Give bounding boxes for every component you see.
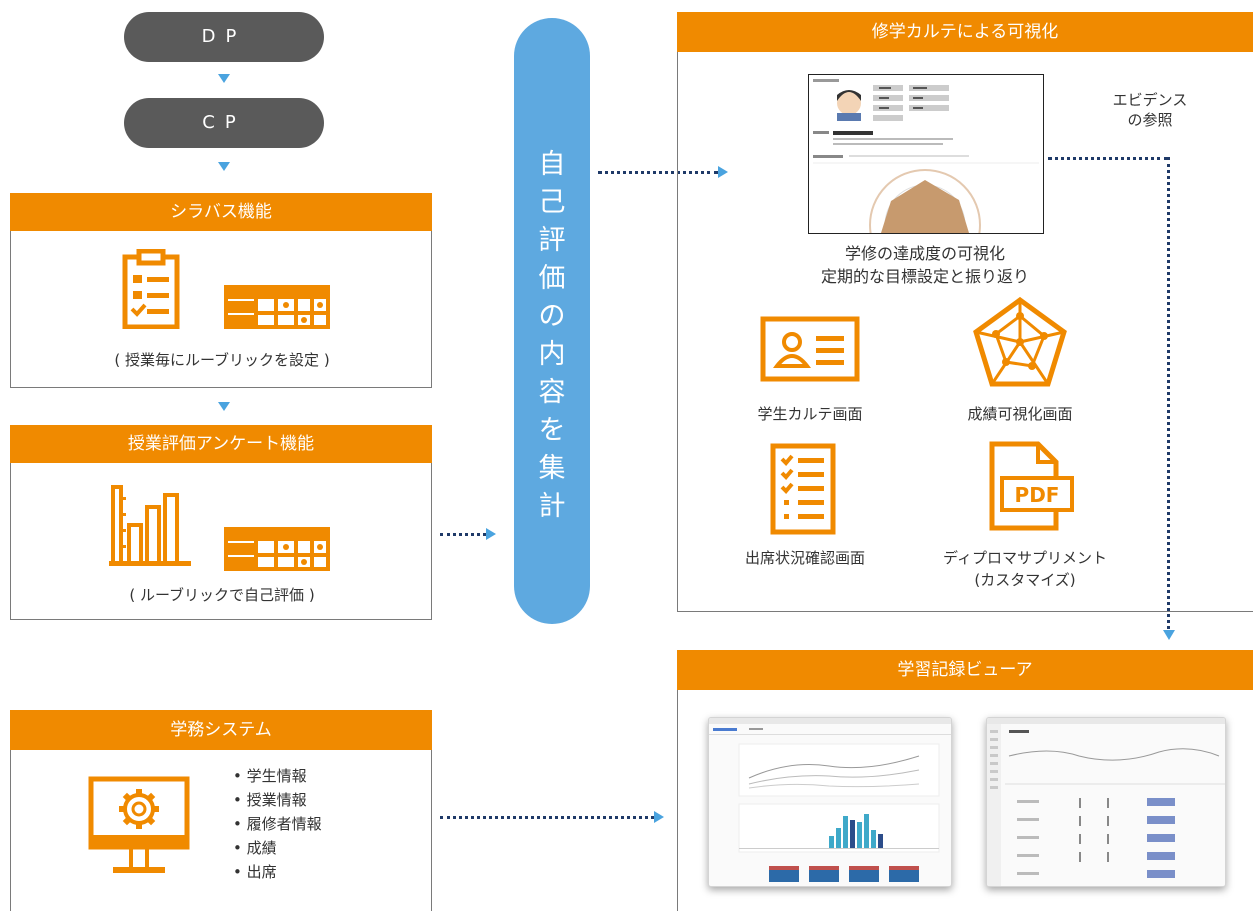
academic-system-panel: • 学生情報 • 授業情報 • 履修者情報 • 成績 • 出席	[10, 750, 432, 911]
evidence-note-line: の参照	[1127, 111, 1173, 129]
survey-title: 授業評価アンケート機能	[127, 434, 315, 454]
survey-panel: ( ルーブリックで自己評価 )	[10, 463, 432, 620]
screen-label-attendance: 出席状況確認画面	[744, 549, 865, 567]
syllabus-panel: ( 授業毎にルーブリックを設定 )	[10, 231, 432, 388]
column-char: 計	[538, 491, 566, 522]
cp-label: CP	[202, 112, 246, 133]
connector-line	[1048, 157, 1168, 160]
connector-line	[440, 533, 486, 536]
survey-title-bar: 授業評価アンケート機能	[10, 425, 432, 463]
viewer-screenshot-table	[986, 717, 1226, 887]
survey-caption: ( ルーブリックで自己評価 )	[129, 586, 315, 604]
karte-screenshot	[808, 74, 1044, 234]
screen-label-student-karte: 学生カルテ画面	[757, 405, 863, 423]
bar-chart-icon	[109, 485, 191, 566]
column-char: を	[538, 415, 566, 446]
evidence-note-line: エビデンス	[1112, 91, 1188, 109]
arrow-right-icon	[718, 166, 728, 178]
karte-panel	[677, 52, 1253, 612]
diploma-supplement-sublabel: (カスタマイズ)	[974, 571, 1076, 589]
arrow-right-icon	[654, 811, 664, 823]
dp-pill: DP	[124, 12, 324, 62]
academic-item-label: 出席	[246, 863, 277, 881]
list-item: • 出席	[233, 863, 277, 881]
arrow-right-icon	[486, 528, 496, 540]
connector-line	[598, 171, 718, 174]
academic-item-label: 授業情報	[246, 791, 307, 809]
viewer-screenshot-graphs-drawing	[709, 718, 951, 882]
self-evaluation-aggregate-column: 自 己 評 価 の 内 容 を 集 計	[514, 18, 590, 624]
evidence-note: エビデンス の参照	[1090, 90, 1210, 130]
academic-item-label: 学生情報	[246, 767, 307, 785]
karte-title-bar: 修学カルテによる可視化	[677, 12, 1253, 52]
karte-title: 修学カルテによる可視化	[871, 22, 1059, 42]
column-char: 価	[538, 263, 566, 294]
column-char: 評	[538, 225, 566, 256]
column-char: 自	[538, 149, 566, 180]
viewer-screenshot-table-drawing	[987, 718, 1225, 886]
column-char: 内	[538, 339, 566, 370]
diploma-supplement-label: ディプロマサプリメント	[943, 549, 1107, 567]
visualization-caption-line: 学修の達成度の可視化	[844, 244, 1005, 263]
visualization-caption-line: 定期的な目標設定と振り返り	[820, 267, 1029, 286]
list-item: • 成績	[233, 839, 277, 857]
aggregate-column-text: 自 己 評 価 の 内 容 を 集 計	[514, 146, 590, 526]
radar-chart-icon	[973, 296, 1067, 387]
down-arrow-icon	[218, 402, 230, 411]
student-card-icon	[760, 316, 860, 382]
viewer-title-bar: 学習記録ビューア	[677, 650, 1253, 690]
screen-label-diploma-supplement: ディプロマサプリメント (カスタマイズ)	[915, 547, 1135, 591]
dp-label: DP	[201, 26, 247, 47]
connector-line	[440, 816, 654, 819]
screen-label-grade-visualization: 成績可視化画面	[967, 405, 1073, 423]
svg-text:PDF: PDF	[1015, 483, 1060, 507]
settings-monitor-icon	[88, 776, 190, 873]
column-char: の	[538, 301, 566, 332]
academic-system-item-list: • 学生情報 • 授業情報 • 履修者情報 • 成績 • 出席	[233, 764, 322, 884]
column-char: 集	[538, 453, 566, 484]
column-char: 容	[538, 377, 566, 408]
viewer-screenshot-graphs	[708, 717, 952, 887]
academic-item-label: 成績	[246, 839, 277, 857]
list-item: • 履修者情報	[233, 815, 322, 833]
syllabus-title: シラバス機能	[170, 202, 272, 222]
syllabus-caption: ( 授業毎にルーブリックを設定 )	[114, 351, 330, 369]
connector-line	[1167, 157, 1170, 629]
list-item: • 学生情報	[233, 767, 307, 785]
visualization-caption: 学修の達成度の可視化 定期的な目標設定と振り返り	[760, 242, 1090, 288]
academic-system-title-bar: 学務システム	[10, 710, 432, 750]
viewer-title: 学習記録ビューア	[897, 660, 1033, 680]
pdf-document-icon: PDF	[989, 441, 1074, 531]
rubric-table-icon	[224, 285, 330, 329]
column-char: 己	[538, 187, 566, 218]
cp-pill: CP	[124, 98, 324, 148]
academic-item-label: 履修者情報	[246, 815, 322, 833]
clipboard-icon	[122, 249, 180, 329]
down-arrow-icon	[218, 162, 230, 171]
academic-system-title: 学務システム	[170, 720, 272, 740]
checklist-icon	[770, 443, 836, 535]
down-arrow-icon	[1163, 630, 1175, 640]
down-arrow-icon	[218, 74, 230, 83]
rubric-table-icon	[224, 527, 330, 571]
karte-screenshot-drawing	[813, 79, 1039, 233]
list-item: • 授業情報	[233, 791, 307, 809]
syllabus-title-bar: シラバス機能	[10, 193, 432, 231]
viewer-panel	[677, 690, 1253, 911]
